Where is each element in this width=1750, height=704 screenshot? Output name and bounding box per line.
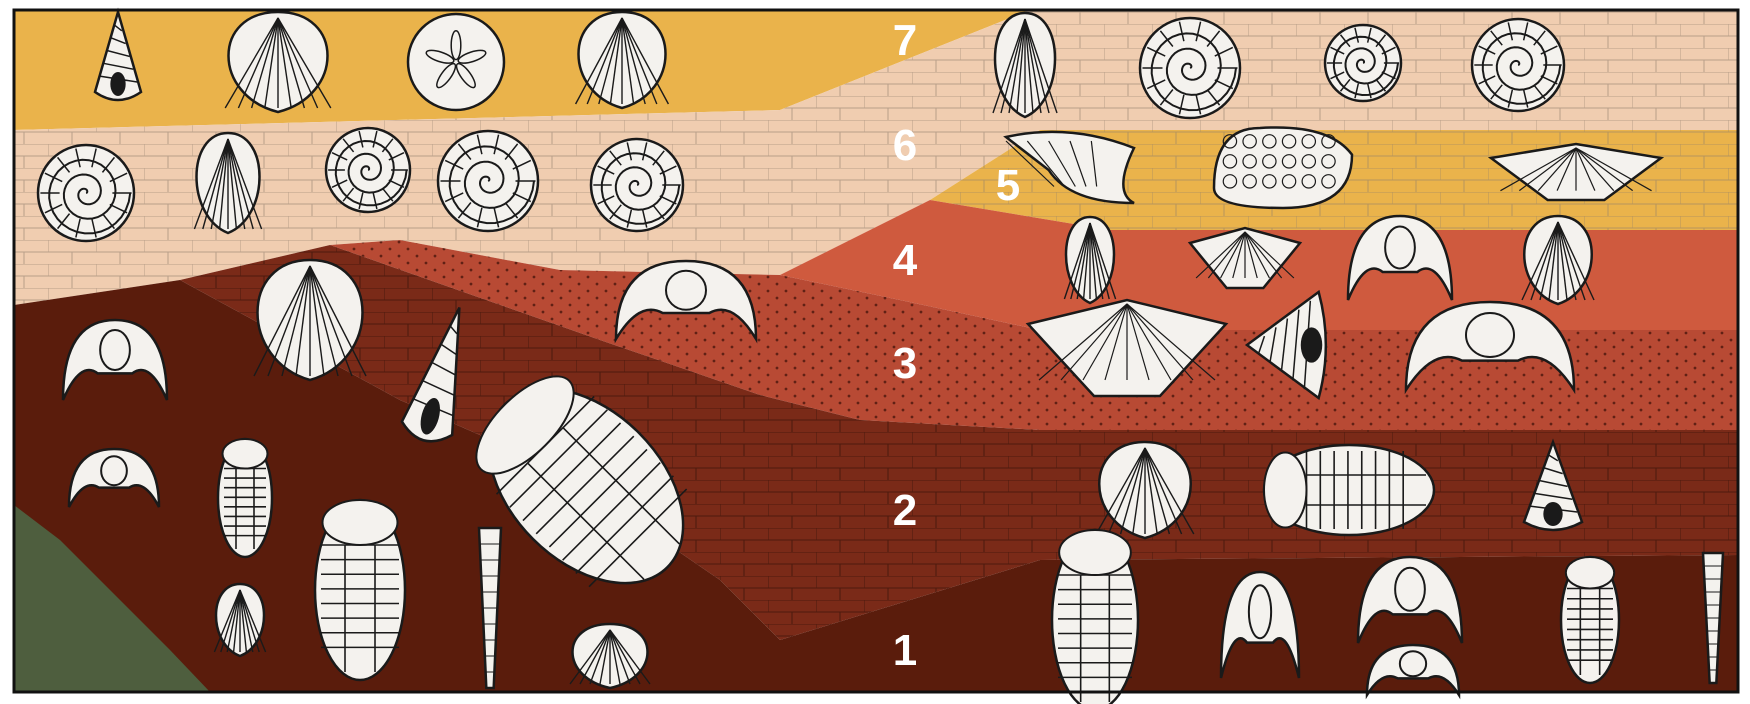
ammonite-fossil xyxy=(1472,19,1564,111)
bryozoan-fossil xyxy=(1214,127,1352,208)
layer-label-2: 2 xyxy=(893,486,917,535)
trilobite-fossil xyxy=(218,439,272,557)
ammonite-fossil xyxy=(591,139,683,231)
whorled-shell-fossil xyxy=(438,131,538,231)
whorled-shell-fossil xyxy=(1140,18,1240,118)
layer-label-7: 7 xyxy=(893,16,917,65)
coiled-shell-fossil xyxy=(326,128,410,212)
layer-label-4: 4 xyxy=(893,236,918,285)
trilobite-fossil xyxy=(1561,557,1619,683)
ammonite-fossil xyxy=(38,145,134,241)
layer-label-1: 1 xyxy=(893,626,917,675)
spiny-trilobite-fossil xyxy=(1052,530,1138,704)
coiled-shell-fossil xyxy=(1325,25,1401,101)
layer-label-3: 3 xyxy=(893,339,917,388)
layer-label-6: 6 xyxy=(893,121,917,170)
spiny-trilobite-fossil xyxy=(315,500,405,680)
layer-label-5: 5 xyxy=(996,161,1020,210)
trilobite-fossil xyxy=(1264,445,1434,535)
sand-dollar-fossil xyxy=(408,14,504,110)
